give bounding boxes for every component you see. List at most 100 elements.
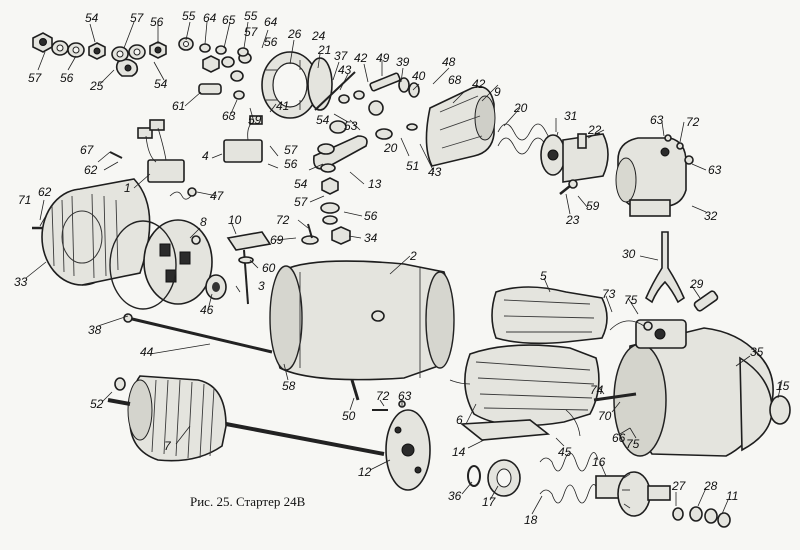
callout-59: 59 — [586, 199, 600, 213]
callout-18: 18 — [524, 513, 538, 527]
callout-58: 58 — [282, 379, 296, 393]
nut-54-top — [32, 32, 53, 53]
callout-62: 62 — [38, 185, 52, 199]
callout-56: 56 — [150, 15, 164, 29]
spring-18 — [539, 452, 599, 504]
callout-63: 63 — [222, 109, 236, 123]
callout-56: 56 — [364, 209, 378, 223]
callout-68: 68 — [448, 73, 462, 87]
callout-3: 3 — [258, 279, 265, 293]
rod-37 — [314, 71, 356, 111]
callout-50: 50 — [342, 409, 356, 423]
callout-39: 39 — [396, 55, 410, 69]
field-coil-5 — [491, 286, 608, 345]
callout-35: 35 — [750, 345, 764, 359]
callout-53: 53 — [344, 119, 358, 133]
callout-20: 20 — [384, 141, 398, 155]
callout-14: 14 — [452, 445, 466, 459]
callout-22: 22 — [588, 123, 602, 137]
callout-32: 32 — [704, 209, 718, 223]
end-cover-33 — [41, 178, 151, 286]
callout-25: 25 — [90, 79, 104, 93]
callout-54: 54 — [294, 177, 308, 191]
shaft-74-70 — [593, 392, 637, 402]
callout-38: 38 — [88, 323, 102, 337]
lever-13 — [312, 135, 368, 170]
callout-2: 2 — [410, 249, 417, 263]
callout-43: 43 — [428, 165, 442, 179]
callout-28: 28 — [704, 479, 718, 493]
commutator-plate-8 — [143, 219, 213, 305]
bolt-49 — [369, 72, 401, 92]
washer-64-a — [199, 43, 211, 53]
bracket-10 — [226, 231, 272, 305]
tie-rod-44 — [123, 313, 273, 354]
callout-57: 57 — [244, 25, 258, 39]
washer-65 — [215, 45, 227, 55]
callout-47: 47 — [210, 189, 224, 203]
callout-4: 4 — [202, 149, 209, 163]
callout-63: 63 — [708, 163, 722, 177]
callout-63: 63 — [650, 113, 664, 127]
callout-72: 72 — [686, 115, 700, 129]
callout-73: 73 — [602, 287, 616, 301]
callout-8: 8 — [200, 215, 207, 229]
relay-core-22 — [562, 133, 609, 183]
callout-72: 72 — [376, 389, 390, 403]
callout-1: 1 — [124, 181, 131, 195]
callout-10: 10 — [228, 213, 242, 227]
callout-52: 52 — [90, 397, 104, 411]
callout-17: 17 — [482, 495, 496, 509]
screw-23 — [559, 179, 578, 195]
callout-23: 23 — [566, 213, 580, 227]
callout-49: 49 — [376, 51, 390, 65]
callout-15: 15 — [776, 379, 790, 393]
callout-21: 21 — [318, 43, 332, 57]
callout-60: 60 — [262, 261, 276, 275]
relay-cover-31 — [540, 134, 566, 176]
ring-36 — [467, 465, 481, 487]
callout-55: 55 — [244, 9, 258, 23]
drive-housing-35 — [613, 319, 774, 457]
leader-lines — [25, 20, 783, 515]
callout-36: 36 — [448, 489, 462, 503]
washers-27-28-11 — [672, 506, 731, 528]
callout-42: 42 — [472, 77, 486, 91]
callout-56: 56 — [60, 71, 74, 85]
washer-63-left — [233, 90, 245, 100]
callout-9: 9 — [494, 85, 501, 99]
callout-29: 29 — [690, 277, 704, 291]
callout-6: 6 — [456, 413, 463, 427]
nut-stack-center — [202, 47, 252, 82]
callout-56: 56 — [264, 35, 278, 49]
bushing-46 — [205, 274, 227, 300]
gasket-38 — [109, 220, 177, 310]
screw-50 — [350, 379, 360, 401]
pinion-16 — [595, 471, 671, 517]
callout-67: 67 — [80, 143, 94, 157]
callout-75: 75 — [624, 293, 638, 307]
callout-62: 62 — [84, 163, 98, 177]
washer-56-top — [67, 42, 85, 58]
callout-42: 42 — [354, 51, 368, 65]
washer-57-top — [51, 40, 69, 56]
pin-29 — [693, 290, 719, 312]
pins-72-63 — [664, 134, 694, 165]
clip-43-20 — [375, 123, 418, 140]
callout-27: 27 — [672, 479, 686, 493]
callout-64: 64 — [203, 11, 217, 25]
lead-45 — [565, 409, 581, 437]
nut-54-a — [88, 42, 106, 60]
brush-holder-1 — [137, 119, 185, 183]
clip-25 — [115, 58, 139, 77]
callout-64: 64 — [264, 15, 278, 29]
callout-74: 74 — [590, 383, 604, 397]
brush-ring-26 — [261, 51, 319, 119]
plug-15 — [769, 395, 791, 425]
callout-54: 54 — [316, 113, 330, 127]
callout-13: 13 — [368, 177, 382, 191]
callout-16: 16 — [592, 455, 606, 469]
callout-12: 12 — [358, 465, 372, 479]
pin-67-62 — [109, 151, 123, 159]
